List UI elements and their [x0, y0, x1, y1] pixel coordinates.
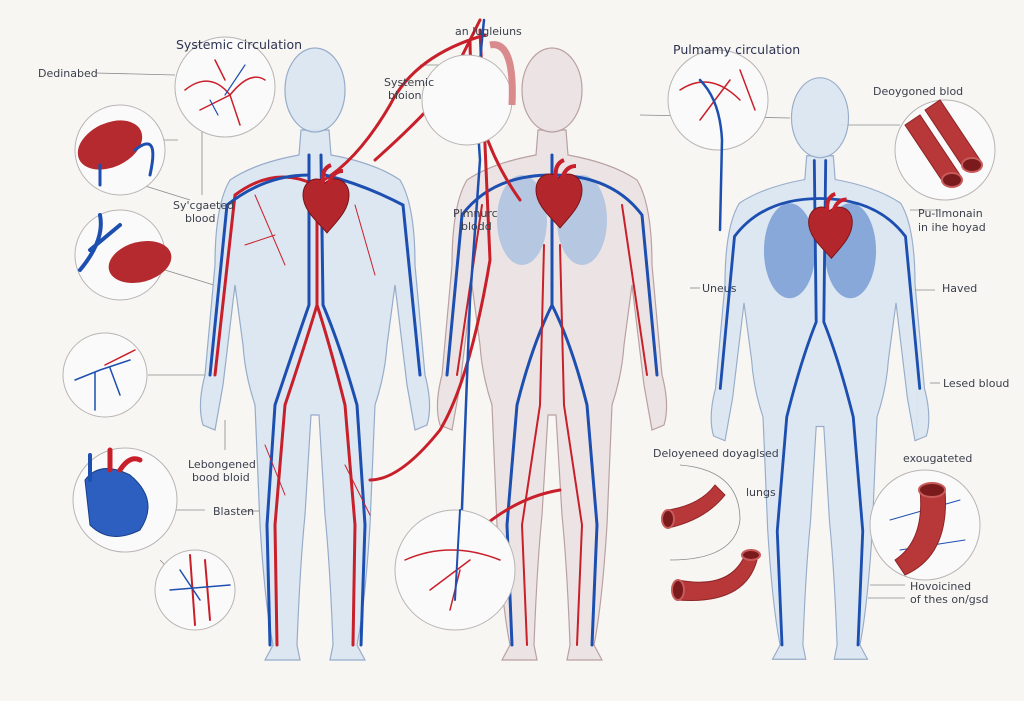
labels: Systemic circulation Dedinabed Sy'cgaete…: [38, 25, 1009, 606]
label-systemic-bloion: Systemic: [384, 76, 434, 89]
label-dedinabed: Dedinabed: [38, 67, 98, 80]
label-pullmonain-2: in ihe hoyad: [918, 221, 986, 234]
label-sycgaeted-2: blood: [185, 212, 215, 225]
figure-systemic: [199, 33, 487, 661]
figure-pulmonary: [436, 47, 668, 661]
label-hovoicined: Hovoicined: [910, 580, 971, 593]
inset-aortic-arch: [421, 41, 516, 146]
label-hovoicined-2: of thes on/gsd: [910, 593, 988, 606]
label-uneus: Uneus: [702, 282, 737, 295]
label-lungs: lungs: [746, 486, 776, 499]
label-deoygoned: Deoygoned blod: [873, 85, 963, 98]
label-haved: Haved: [942, 282, 977, 295]
label-blasten: Blasten: [213, 505, 254, 518]
label-plmnurc-2: blodd: [461, 220, 492, 233]
inset-systemic-capillaries: [174, 36, 276, 138]
label-systemic-circulation: Systemic circulation: [176, 37, 302, 52]
label-exougateted: exougateted: [903, 452, 972, 465]
label-lesed-bloud: Lesed bloud: [943, 377, 1009, 390]
inset-red-blood-cell-2: [74, 209, 172, 301]
inset-red-blood-cell: [74, 104, 166, 196]
label-lebongened: Lebongened: [188, 458, 256, 471]
figure-venous: [710, 77, 930, 660]
label-systemic-bloion-2: bloion: [388, 89, 422, 102]
label-deloyeneed: Deloyeneed doyaglsed: [653, 447, 779, 460]
label-lebongened-2: bood bloid: [192, 471, 250, 484]
inset-vein-tube: [869, 469, 981, 581]
floating-vessel-tubes: [661, 484, 761, 601]
label-pullmonain: Pu-llmonain: [918, 207, 983, 220]
label-sycgaeted: Sy'cgaeted: [173, 199, 234, 212]
inset-small-vessels: [154, 549, 236, 631]
inset-capillary-network: [62, 332, 148, 418]
inset-pulmonary-capillaries: [667, 49, 769, 232]
label-pulmonary-circulation: Pulmamy circulation: [673, 42, 800, 57]
inset-heart: [72, 447, 178, 553]
inset-vessel-tubes: [894, 99, 996, 201]
label-an-lugleiuns: an lugleiuns: [455, 25, 522, 38]
label-plmnurc: Plmnurc: [453, 207, 498, 220]
inset-lower-capillaries: [394, 509, 516, 631]
